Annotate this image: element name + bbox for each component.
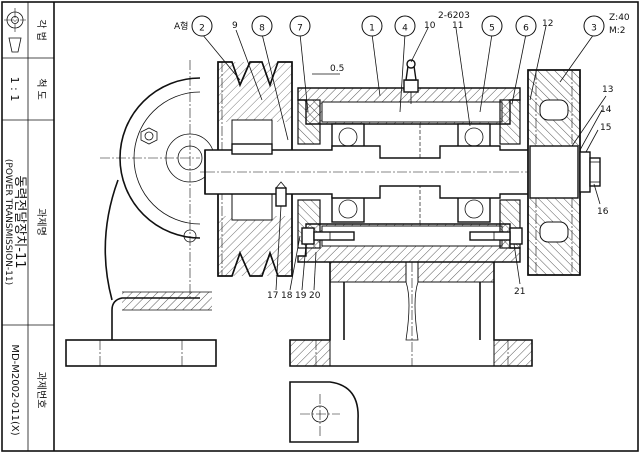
base-plan-view: [289, 381, 359, 443]
balloon-1: 1: [369, 24, 375, 34]
leader-19: 19: [295, 291, 307, 301]
title-korean: 동력전달장치-11: [12, 176, 27, 269]
leader-11: 11: [452, 21, 463, 31]
gap-dimension: 0.5: [330, 64, 344, 74]
title-block: 각 법 척 도 1 : 1 과제명 동력전달장치-11 (POWER TRANS…: [2, 2, 55, 451]
leader-lines: [201, 25, 607, 291]
leader-13: 13: [602, 85, 613, 95]
leader-20: 20: [309, 291, 321, 301]
leader-10: 10: [424, 21, 436, 31]
projection-symbol-icon: [4, 8, 26, 53]
number-value: MD-M2002-011(X): [9, 344, 20, 435]
cap-bolt-left: [301, 227, 355, 245]
housing-base: [289, 261, 533, 367]
balloon-2: 2: [199, 24, 205, 34]
balloons: 2 8 7 1 4 5 6 3: [191, 15, 605, 37]
bearing-spec-note: 2-6203: [438, 11, 470, 21]
leader-12: 12: [542, 19, 553, 29]
balloon-6: 6: [523, 24, 529, 34]
balloon-5: 5: [489, 24, 495, 34]
number-label: 과제번호: [35, 372, 47, 409]
pulley-type-note: A형: [174, 21, 188, 32]
projection-label: 각 법: [35, 19, 47, 41]
scale-value: 1 : 1: [8, 77, 21, 102]
gear-module-note: M:2: [609, 26, 626, 36]
title-label: 과제명: [35, 208, 47, 236]
main-section-view: [200, 25, 607, 443]
grease-nipple: [403, 59, 419, 104]
leader-numbers: 9 10 11 12 13 14 15 16 17 18 19 20 21: [232, 19, 613, 301]
leader-18: 18: [281, 291, 293, 301]
scale-label: 척 도: [35, 78, 47, 100]
leader-17: 17: [267, 291, 278, 301]
leader-15: 15: [600, 123, 611, 133]
leader-16: 16: [597, 207, 609, 217]
spur-gear: [527, 69, 581, 276]
leader-21: 21: [514, 287, 525, 297]
balloon-4: 4: [402, 24, 408, 34]
leader-14: 14: [600, 105, 612, 115]
title-english: (POWER TRANSMISSION-11): [3, 159, 13, 285]
balloon-7: 7: [297, 24, 303, 34]
balloon-8: 8: [259, 24, 265, 34]
cap-bolt-right: [469, 227, 523, 245]
side-view: [65, 60, 217, 367]
leader-9: 9: [232, 21, 238, 31]
balloon-3: 3: [591, 24, 597, 34]
shaft-nut: [579, 151, 601, 193]
gear-teeth-note: Z:40: [609, 13, 630, 23]
